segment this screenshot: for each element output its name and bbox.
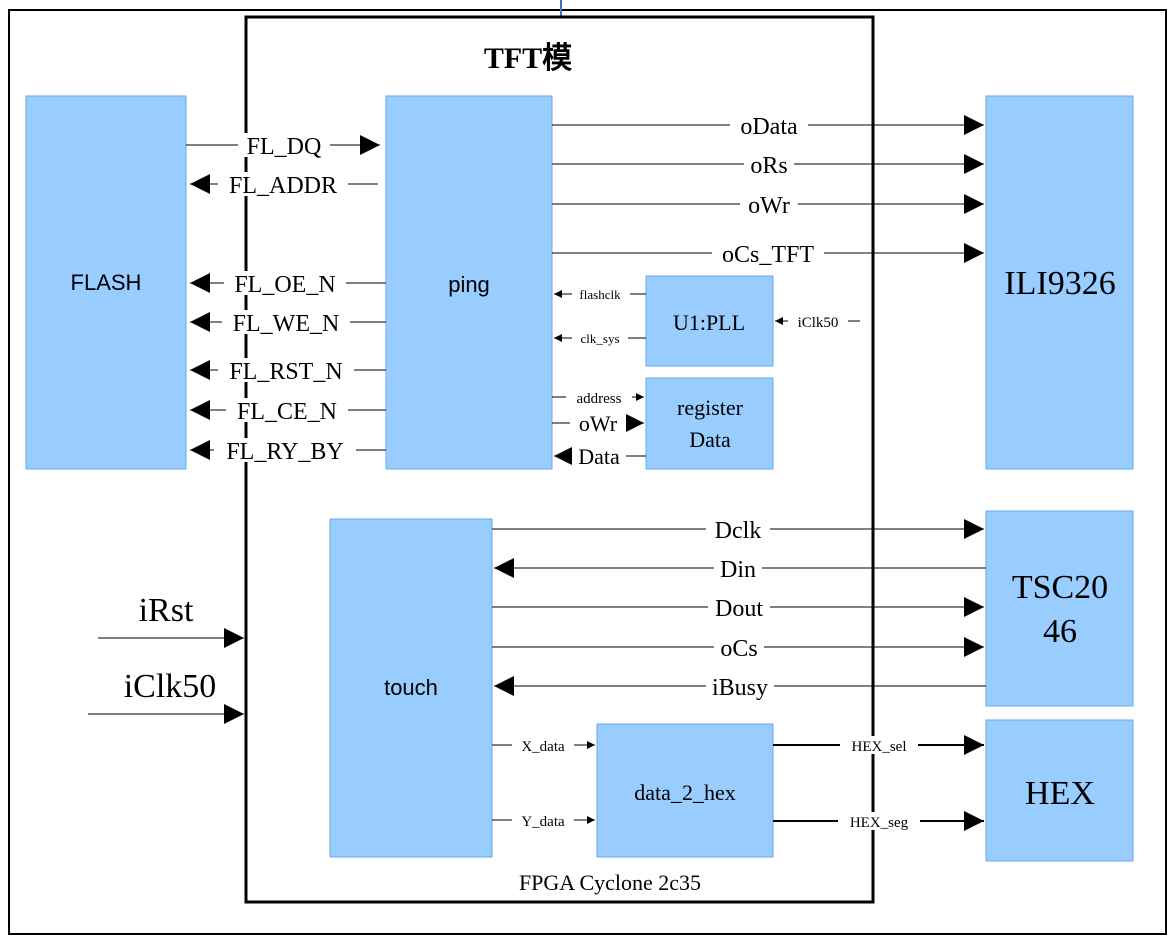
signal-ibusy: iBusy [712,675,768,701]
ili-wires: oData oRs oWr oCs_TFT [552,113,984,268]
signal-iclk50-pll: iClk50 [798,315,839,331]
ili9326-block: ILI9326 [985,95,1134,470]
signal-dclk: Dclk [715,518,762,544]
signal-fl-ce-n: FL_CE_N [237,399,337,425]
signal-x-data: X_data [521,739,565,755]
external-inputs: iRst iClk50 [88,592,244,724]
signal-fl-oe-n: FL_OE_N [234,272,335,298]
register-data-block: register Data [645,377,774,470]
ili9326-label: ILI9326 [1004,265,1115,302]
signal-hex-seg: HEX_seg [850,815,909,831]
ping-label: ping [448,272,490,297]
signal-data: Data [578,444,620,469]
signal-fl-rst-n: FL_RST_N [229,359,342,385]
data-2-hex-label: data_2_hex [634,780,735,805]
flash-label: FLASH [71,270,142,295]
signal-fl-addr: FL_ADDR [229,173,337,199]
hex-label: HEX [1025,775,1095,812]
hex-block: HEX [985,719,1134,862]
outer-frame [8,9,1167,935]
ping-block: ping [385,95,553,470]
signal-dout: Dout [715,596,763,622]
tsc2046-block: TSC20 46 [985,510,1134,707]
tsc2046-label-line2: 46 [1043,613,1077,650]
signal-ors: oRs [750,153,787,179]
signal-y-data: Y_data [521,814,565,830]
tsc2046-label-line1: TSC20 [1012,569,1108,606]
flash-wires: FL_DQ FL_ADDR FL_OE_N FL_WE_N FL_RST_N F… [186,133,386,465]
signal-odata: oData [740,114,798,140]
signal-iclk50: iClk50 [124,668,217,705]
pll-block: U1:PLL [645,275,774,367]
signal-fl-ry-by: FL_RY_BY [226,439,343,465]
fpga-label: FPGA Cyclone 2c35 [519,870,701,895]
pll-label: U1:PLL [673,310,745,335]
signal-ocs: oCs [720,636,757,662]
data-2-hex-block: data_2_hex [596,723,774,858]
diagram-title: TFT模 [484,42,572,75]
signal-hex-sel: HEX_sel [852,739,907,755]
touch-block: touch [329,518,493,858]
signal-owr-reg: oWr [579,411,618,436]
hex-wires: X_data Y_data HEX_sel HEX_seg [492,735,984,831]
register-label-line1: register [677,395,744,420]
signal-ocs-tft: oCs_TFT [722,242,814,268]
signal-fl-we-n: FL_WE_N [233,311,340,337]
signal-owr: oWr [748,193,790,219]
register-label-line2: Data [689,427,731,452]
signal-address: address [577,391,622,407]
signal-irst: iRst [139,592,194,629]
touch-label: touch [384,675,438,700]
signal-clk-sys: clk_sys [581,331,620,346]
tsc-wires: Dclk Din Dout oCs iBusy [492,517,986,701]
flash-block: FLASH [25,95,187,470]
signal-fl-dq: FL_DQ [247,134,322,160]
signal-flashclk: flashclk [579,287,621,302]
signal-din: Din [720,557,756,583]
pll-wires: flashclk clk_sys iClk50 address oWr Data [552,285,860,469]
